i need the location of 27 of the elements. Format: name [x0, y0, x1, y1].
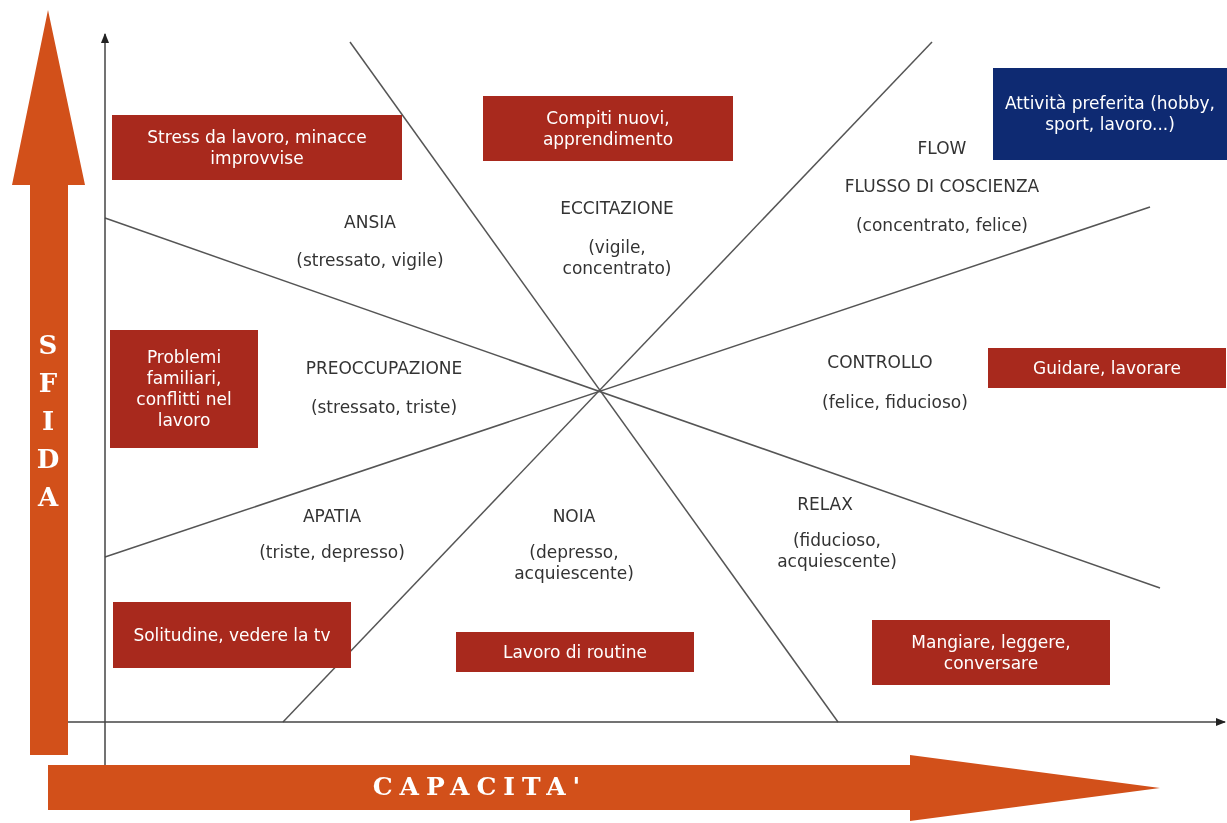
example-box: Attività preferita (hobby, sport, lavoro...) — [993, 68, 1227, 160]
zone-description: (triste, depresso) — [259, 542, 405, 563]
zone-description: (stressato, vigile) — [296, 250, 444, 271]
zone-description: (vigile, concentrato) — [561, 237, 673, 279]
example-box: Stress da lavoro, minacce improvvise — [112, 115, 402, 180]
zone-name: CONTROLLO — [827, 352, 933, 373]
axis-title: SFIDA — [35, 329, 61, 514]
example-box: Compiti nuovi, apprendimento — [483, 96, 733, 161]
zone-name: FLOW — [917, 138, 967, 159]
zone-name: APATIA — [302, 506, 362, 527]
zone-description: (fiducioso, acquiescente) — [776, 530, 898, 572]
zone-name: ECCITAZIONE — [560, 198, 674, 219]
zone-name: PREOCCUPAZIONE — [305, 358, 463, 379]
example-box: Problemi familiari, conflitti nel lavoro — [110, 330, 258, 448]
zone-description: (concentrato, felice) — [856, 215, 1028, 236]
example-box: Solitudine, vedere la tv — [113, 602, 351, 668]
zone-description: (stressato, triste) — [310, 397, 458, 418]
zone-name: FLUSSO DI COSCIENZA — [844, 176, 1040, 197]
zone-name: NOIA — [552, 506, 596, 527]
example-box: Guidare, lavorare — [988, 348, 1226, 388]
zone-description: (felice, fiducioso) — [822, 392, 968, 413]
axis-title: CAPACITA' — [372, 772, 588, 801]
example-box: Lavoro di routine — [456, 632, 694, 672]
zone-description: (depresso, acquiescente) — [513, 542, 635, 584]
zone-name: RELAX — [797, 494, 853, 515]
example-box: Mangiare, leggere, conversare — [872, 620, 1110, 685]
zone-name: ANSIA — [344, 212, 396, 233]
